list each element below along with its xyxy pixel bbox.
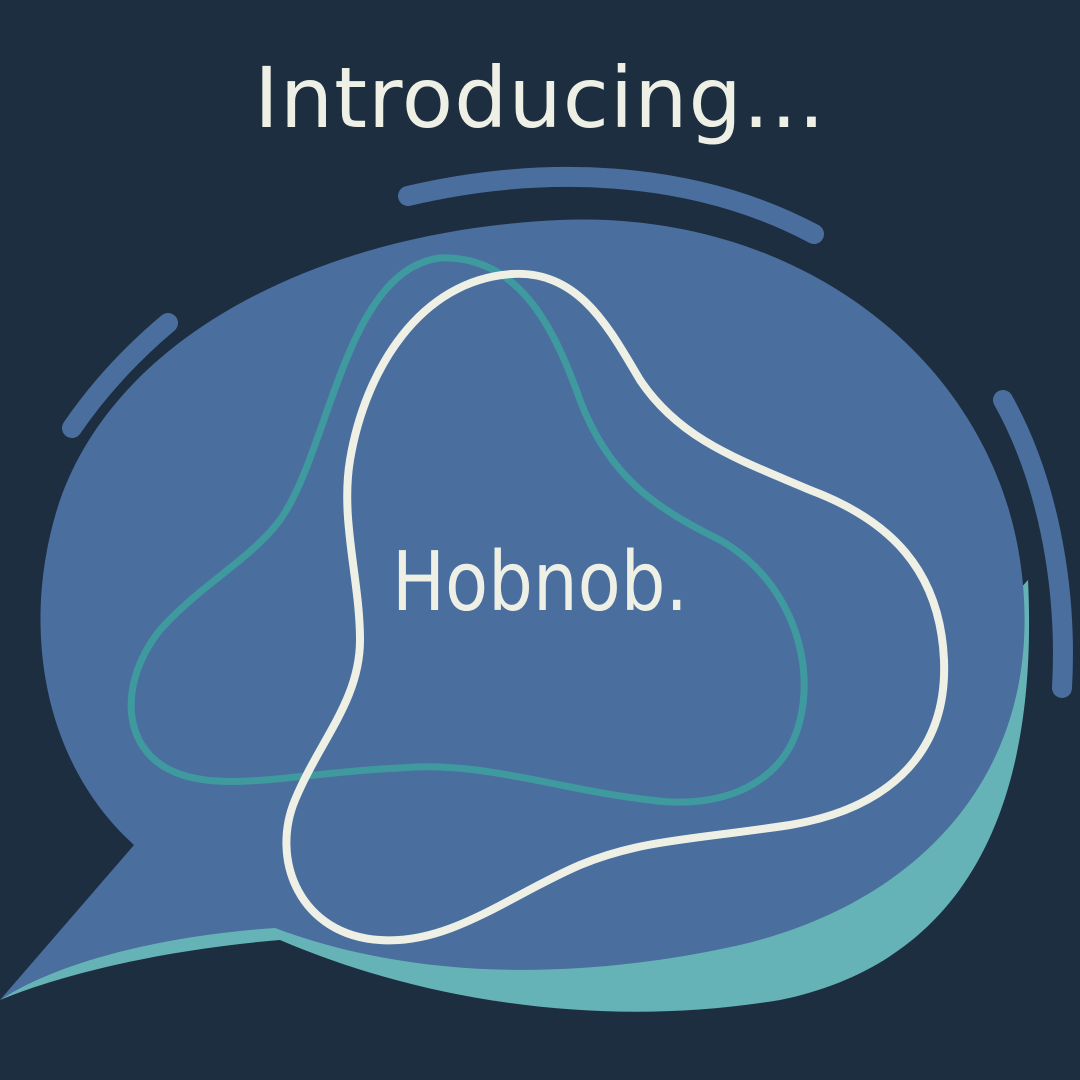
right-arc-decoration bbox=[993, 390, 1073, 698]
speech-bubble-body bbox=[0, 219, 1025, 1000]
teal-blob-outline bbox=[127, 254, 808, 806]
headline-introducing: Introducing... bbox=[254, 49, 826, 147]
brand-name: Hobnob. bbox=[392, 535, 688, 630]
white-blob-outline bbox=[282, 269, 949, 945]
top-arc-decoration bbox=[398, 166, 824, 244]
left-arc-decoration bbox=[62, 313, 178, 438]
